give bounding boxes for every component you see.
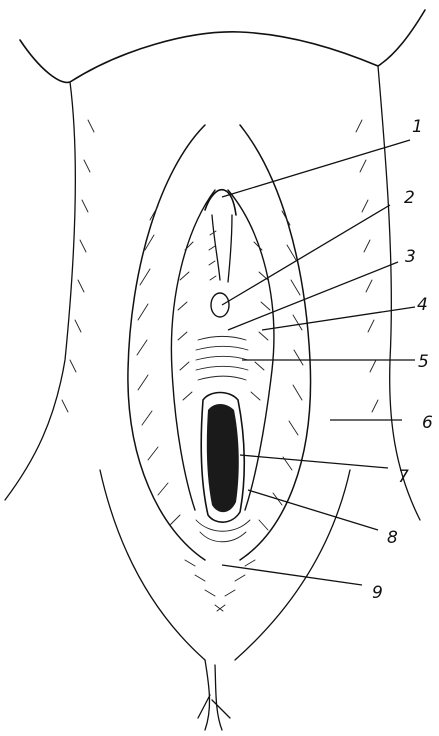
- clitoral-region: [205, 190, 236, 317]
- callout-number-4: 4: [417, 295, 428, 315]
- callout-number-2: 2: [404, 188, 415, 208]
- leader-line-9: [222, 565, 362, 585]
- leader-line-3: [228, 262, 398, 330]
- callout-number-8: 8: [387, 528, 398, 548]
- callout-leaders: [222, 140, 415, 585]
- callout-number-1: 1: [412, 117, 423, 137]
- callout-number-3: 3: [405, 247, 416, 267]
- clitoris-glans: [211, 293, 229, 317]
- body-outline: [5, 10, 425, 730]
- callout-number-7: 7: [398, 467, 409, 487]
- callout-number-9: 9: [372, 583, 383, 603]
- leader-line-1: [222, 140, 410, 197]
- callout-number-6: 6: [422, 413, 433, 433]
- callout-number-5: 5: [418, 352, 429, 372]
- leader-line-8: [248, 490, 378, 530]
- leader-line-7: [240, 455, 388, 468]
- vestibule-region: [196, 336, 250, 542]
- leader-line-4: [262, 307, 415, 330]
- vaginal-opening-shading: [207, 404, 239, 512]
